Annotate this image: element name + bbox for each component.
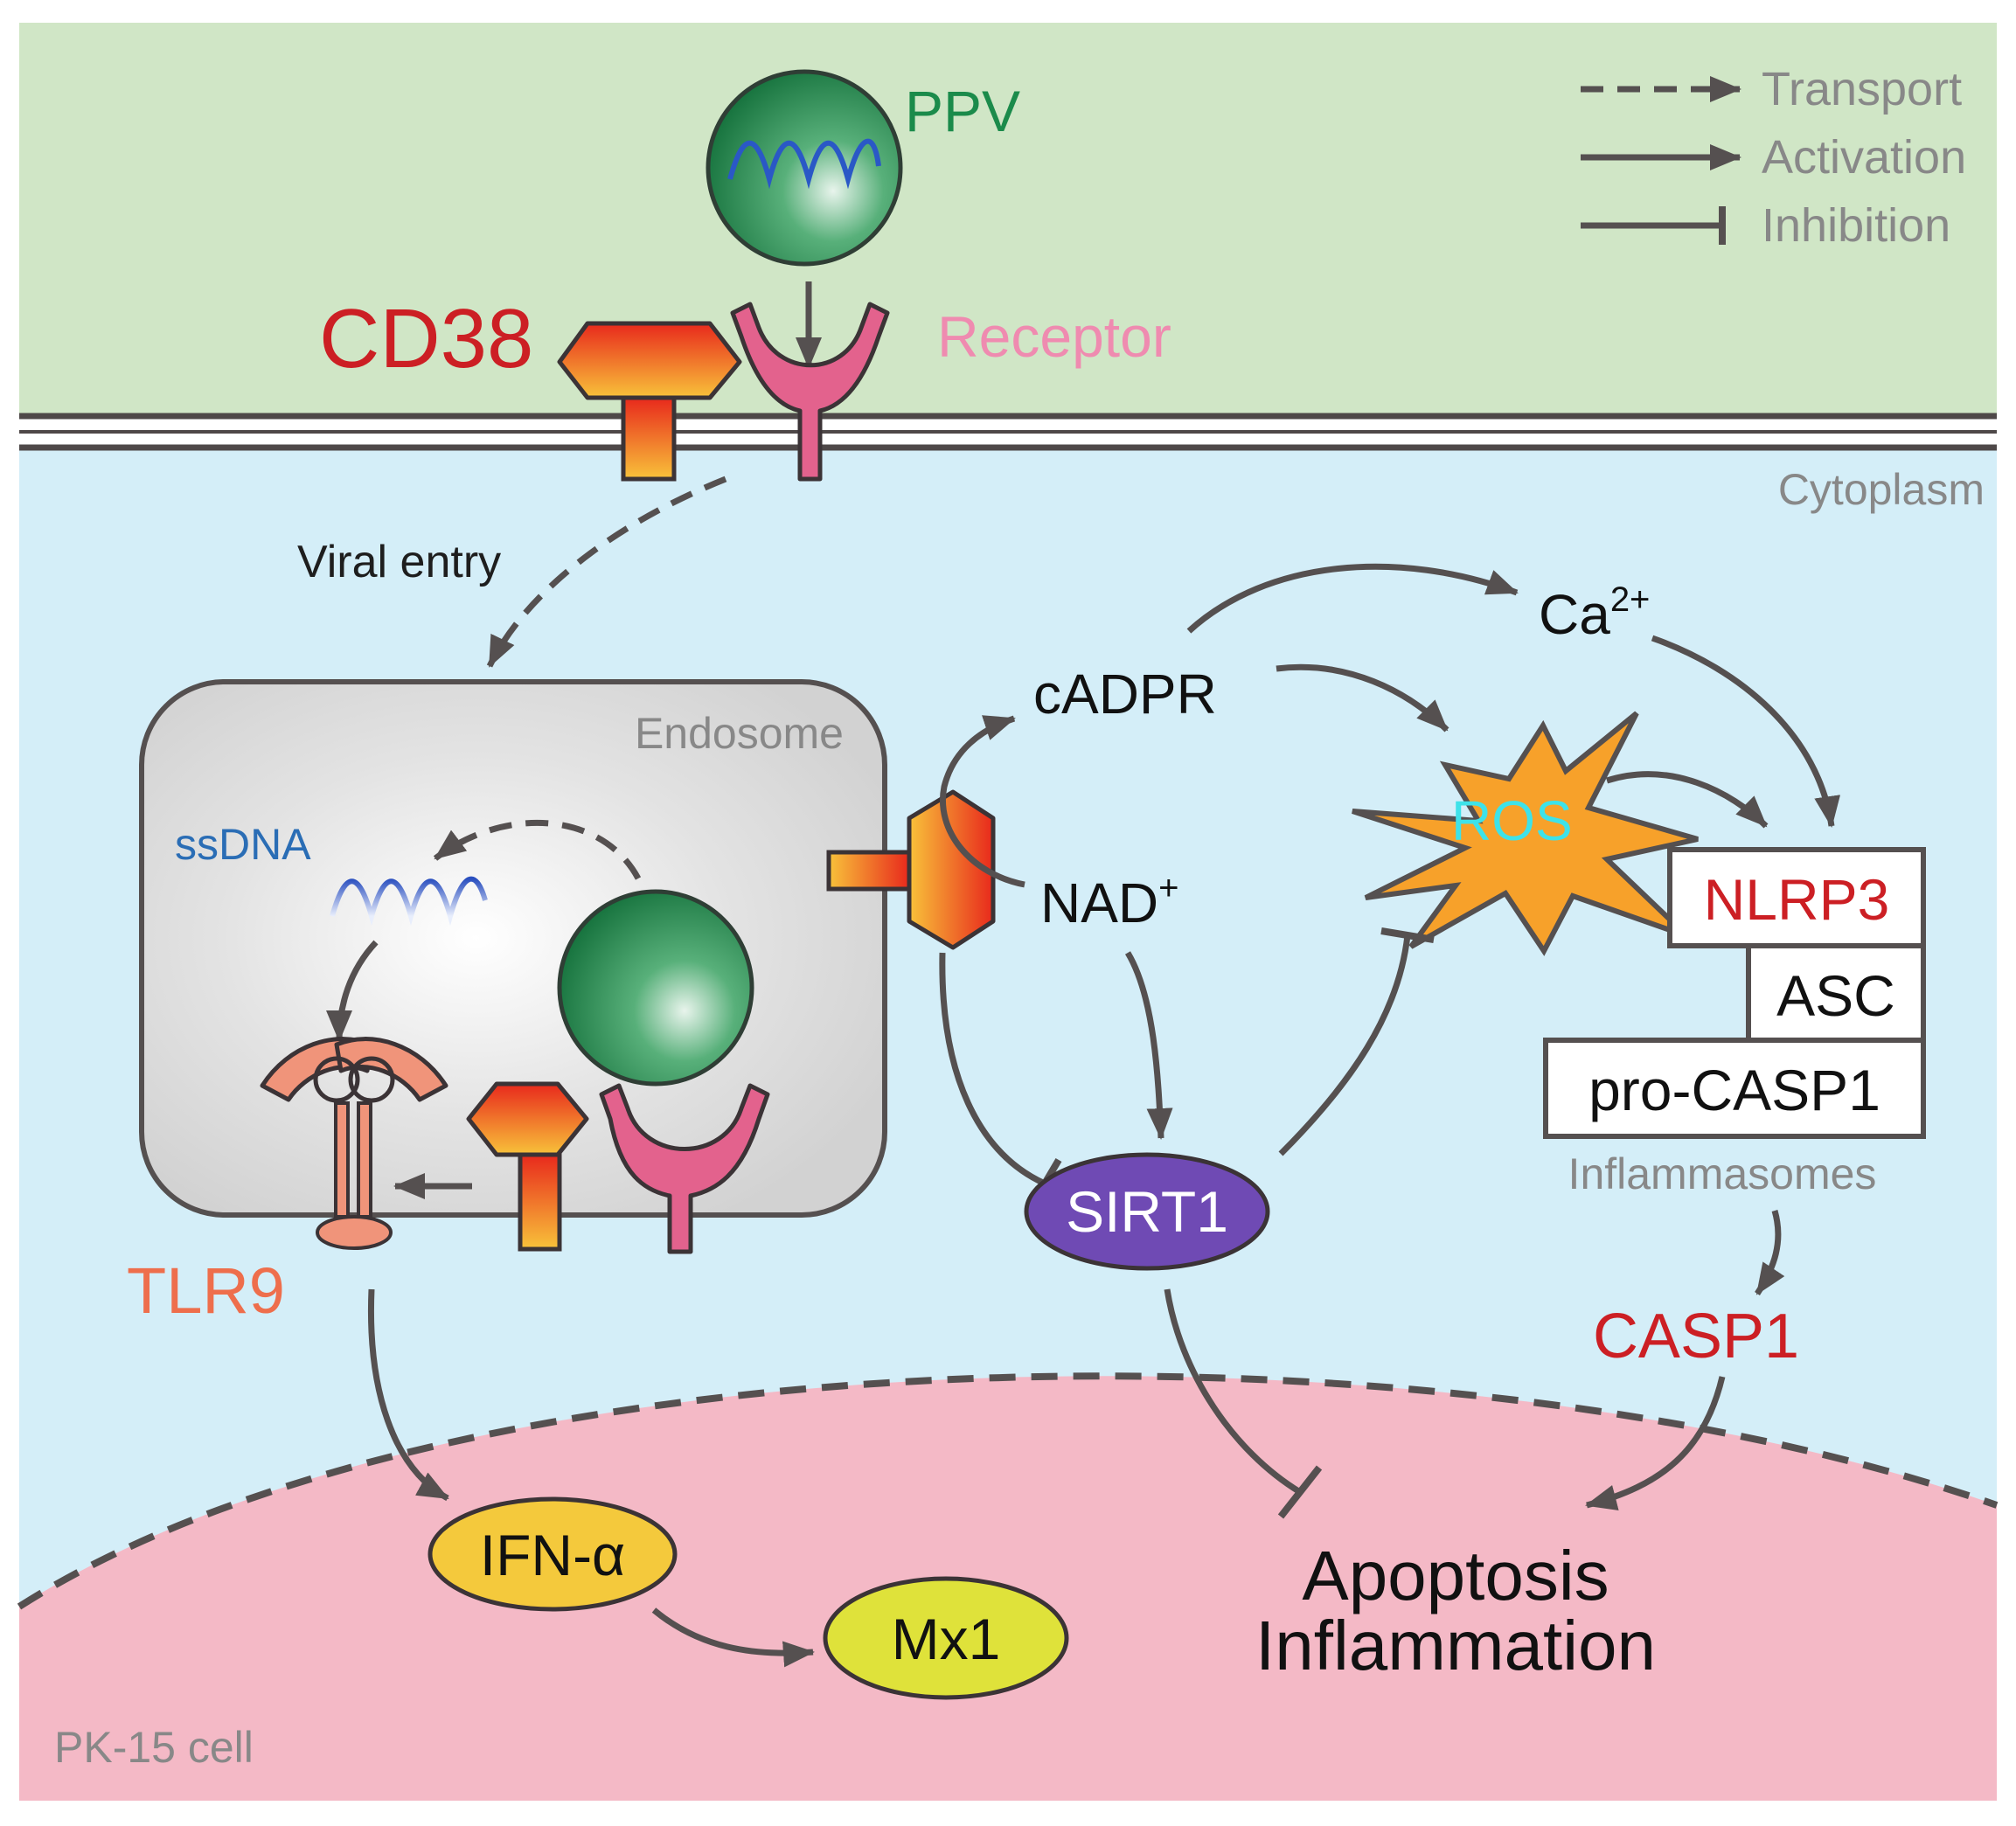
casp1-label: CASP1: [1593, 1302, 1799, 1371]
nad-label: NAD+: [1040, 869, 1178, 934]
plasma-membrane: [19, 413, 1997, 451]
cytoplasm-label: Cytoplasm: [1778, 465, 1985, 514]
ssdna-label: ssDNA: [175, 820, 311, 869]
sirt1-inhibits-apoptosis: [1164, 1288, 1302, 1495]
legend-inhibition-label: Inhibition: [1762, 199, 1950, 252]
endosome-label: Endosome: [635, 709, 844, 758]
ssdna-strand: [330, 876, 488, 927]
casp1-to-apoptosis-arrow: [1585, 1376, 1726, 1510]
receptor-protein: [730, 302, 890, 482]
ros-label: ROS: [1451, 789, 1573, 852]
ifn-label: IFN-α: [480, 1523, 625, 1587]
asc-label: ASC: [1776, 963, 1895, 1028]
ssdna-release-arrow: [433, 819, 642, 880]
ssdna-to-tlr9-arrow: [326, 940, 379, 1042]
cadpr-label: cADPR: [1033, 663, 1217, 726]
ppv-label: PPV: [905, 79, 1020, 143]
mx1-label: Mx1: [892, 1607, 1001, 1671]
viral-entry-arrow: [486, 476, 727, 668]
viral-entry-label: Viral entry: [297, 537, 501, 587]
tlr9-to-ifn-arrow: [367, 1288, 449, 1502]
ca-to-nlrp3-arrow: [1651, 635, 1841, 828]
asc-box: [1746, 943, 1926, 1043]
sirt1-inhibits-apoptosis-bar: [1277, 1465, 1323, 1519]
sirt1-inhibits-ros: [1278, 934, 1411, 1156]
endosome-cd38: [466, 1081, 589, 1252]
cd38-inhibits-sirt1: [939, 952, 1046, 1187]
cd38-protein: [557, 321, 742, 482]
ca-label: Ca2+: [1539, 580, 1650, 646]
inflammation-label: Inflammation: [1255, 1607, 1656, 1684]
legend-activation-label: Activation: [1762, 131, 1966, 184]
cadpr-to-ca-arrow: [1186, 563, 1519, 634]
nuclear-envelope: [17, 1372, 1999, 1610]
mx1-ellipse: [823, 1576, 1069, 1700]
inflammasomes-label: Inflammasomes: [1568, 1149, 1877, 1198]
sirt1-label: SIRT1: [1066, 1179, 1228, 1244]
legend-transport-label: Transport: [1762, 63, 1962, 115]
nlrp3-label: NLRP3: [1704, 867, 1890, 932]
pro-casp1-label: pro-CASP1: [1588, 1058, 1880, 1122]
receptor-label: Receptor: [937, 304, 1171, 369]
nad-to-cadpr-arrow: [940, 715, 1025, 888]
tlr9-receptor: [260, 1037, 448, 1250]
inflammasome-to-casp1-arrow: [1755, 1210, 1785, 1295]
apoptosis-label: Apoptosis: [1302, 1537, 1609, 1614]
nad-to-sirt1-arrow: [1124, 951, 1173, 1140]
cadpr-to-ros-arrow: [1276, 663, 1449, 732]
endosome-receptor: [599, 1083, 770, 1254]
ifn-to-mx1-arrow: [651, 1607, 815, 1668]
ros-to-nlrp3-arrow: [1605, 771, 1769, 829]
cd38-label: CD38: [319, 292, 533, 385]
endosome-virion: [557, 889, 754, 1087]
inflammasome-complex: NLRP3 ASC pro-CASP1: [1543, 847, 1926, 1139]
legend: Transport Activation Inhibition: [1581, 63, 1966, 252]
ppv-virion: [706, 69, 903, 267]
sirt1-ellipse: [1024, 1152, 1270, 1271]
endosome-edge-cd38: [826, 789, 996, 950]
tlr9-label: TLR9: [127, 1254, 285, 1327]
ros-burst: [1352, 711, 1699, 956]
ifn-ellipse: [428, 1496, 678, 1612]
cell-label: PK-15 cell: [54, 1723, 254, 1772]
pro-casp1-box: [1543, 1038, 1926, 1139]
sirt1-inhibits-ros-bar: [1380, 927, 1435, 943]
endosome: [139, 679, 887, 1218]
